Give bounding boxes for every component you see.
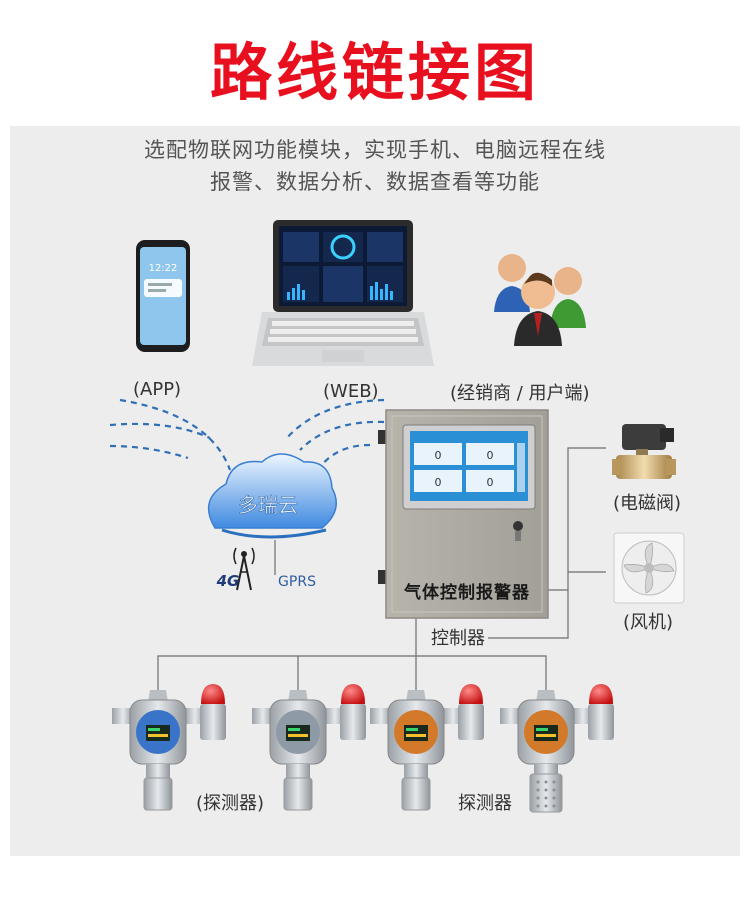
controller-panel-text: 气体控制报警器 — [403, 582, 530, 603]
users-icon — [494, 254, 586, 346]
smartphone-icon: 12:22 — [136, 240, 190, 352]
exhaust-fan-icon — [613, 532, 685, 604]
detector-4 — [500, 690, 594, 813]
detector-label-right: 探测器 — [458, 793, 512, 814]
app-label: (APP) — [133, 379, 182, 400]
cloud-label: 多瑞云 — [238, 493, 298, 517]
detector-2 — [252, 690, 346, 811]
gprs-label: GPRS — [278, 574, 316, 590]
fan-label: (风机) — [623, 612, 674, 633]
page-title: 路线链接图 — [209, 36, 540, 109]
valve-label: (电磁阀) — [613, 493, 682, 514]
subtitle-line-1: 选配物联网功能模块，实现手机、电脑远程在线 — [144, 138, 606, 162]
warning-beacon-icon — [200, 684, 614, 740]
subtitle-line-2: 报警、数据分析、数据查看等功能 — [210, 170, 540, 194]
controller-label: 控制器 — [431, 628, 485, 649]
gas-detector-icon — [112, 690, 594, 813]
wireless-links — [109, 398, 385, 471]
wiring — [157, 447, 606, 696]
screen-value-2: 0 — [487, 449, 494, 462]
phone-time: 12:22 — [149, 263, 178, 274]
solenoid-valve-icon — [612, 424, 676, 479]
screen-value-1: 0 — [435, 449, 442, 462]
laptop-icon — [252, 220, 434, 366]
badge-4g: 4G — [216, 572, 240, 590]
controller-cabinet — [378, 409, 549, 619]
antenna-icon — [233, 540, 276, 591]
cloud-icon — [207, 453, 337, 539]
detector-label-left: (探测器) — [196, 793, 265, 814]
detector-1 — [112, 690, 206, 811]
screen-value-4: 0 — [487, 476, 494, 489]
screen-value-3: 0 — [435, 476, 442, 489]
web-label: (WEB) — [323, 381, 379, 402]
users-label: (经销商 / 用户端) — [450, 383, 590, 404]
detector-3 — [370, 690, 464, 811]
